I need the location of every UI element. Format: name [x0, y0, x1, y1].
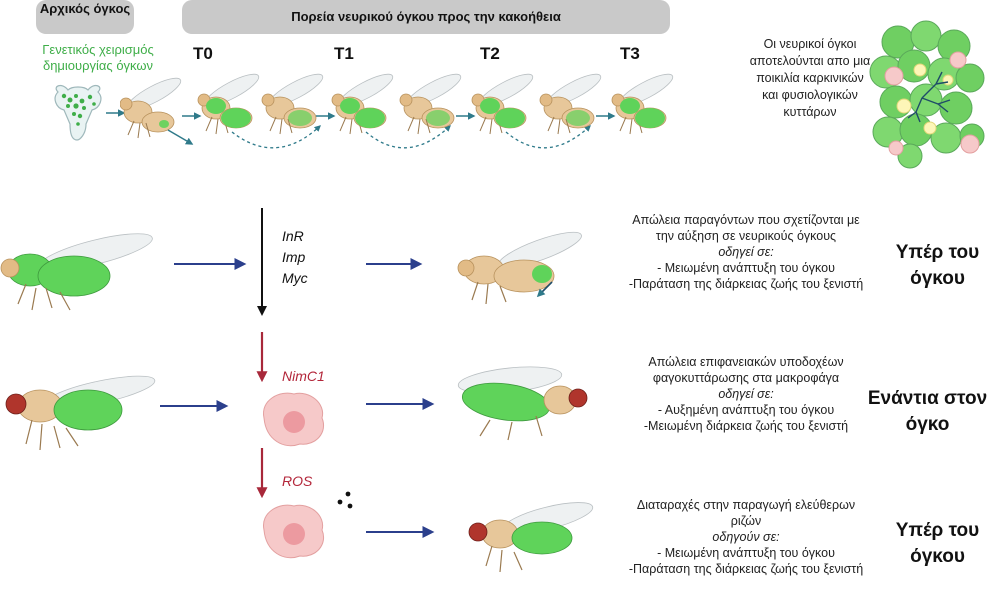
red-down-arrow-ros	[256, 448, 268, 499]
timepoint-t0: T0	[193, 44, 213, 63]
arrow-row3-right	[366, 526, 435, 538]
arrow-to-first-fly	[106, 109, 126, 117]
fly-reduced-tumor-row3	[468, 502, 594, 573]
gene-myc: Myc	[282, 270, 308, 286]
row3-desc-item1: - Μειωμένη ανάπτυξη του όγκου	[657, 546, 835, 560]
arrow-row1-left	[174, 258, 247, 270]
tumor-progression-header: Πορεία νευρικού όγκου προς την κακοήθεια	[182, 0, 670, 34]
timepoint-t1: T1	[334, 44, 354, 63]
row3-description: Διαταραχές στην παραγωγή ελεύθερων ριζών…	[626, 497, 866, 577]
ros-dots-icon	[337, 491, 353, 509]
row1-desc-main: Απώλεια παραγόντων που σχετίζονται με τη…	[632, 213, 860, 243]
row3-desc-item2: -Παράταση της διάρκειας ζωής του ξενιστή	[628, 562, 864, 576]
arrow-row2-left	[160, 400, 229, 412]
gene-inr: InR	[282, 228, 304, 244]
row2-verdict: Ενάντια στον όγκο	[867, 388, 988, 435]
row3-desc-main: Διαταραχές στην παραγωγή ελεύθερων ριζών	[636, 498, 856, 528]
gene-ros: ROS	[282, 473, 313, 489]
row1-description: Απώλεια παραγόντων που σχετίζονται με τη…	[626, 212, 866, 292]
arrow-row1-right	[366, 258, 423, 270]
tumor-composition-note: Οι νευρικοί όγκοι αποτελούνται απο μια π…	[749, 37, 871, 119]
fly-reduced-tumor-row1	[457, 231, 582, 305]
timepoint-t2: T2	[480, 44, 500, 63]
row2-desc-leads: οδηγεί σε:	[718, 387, 774, 401]
tumor-progression-timeline	[120, 68, 677, 149]
tumor-cell-cluster-icon	[869, 20, 985, 169]
gene-nimc1: NimC1	[282, 368, 325, 384]
red-down-arrow-nimc1	[256, 332, 268, 383]
genetic-manipulation-caption: Γενετικός χειρισμός δημιουργίας όγκων	[42, 42, 154, 73]
black-down-arrow	[257, 208, 267, 316]
row2-desc-main: Απώλεια επιφανειακών υποδοχέων φαγοκυττά…	[648, 355, 844, 385]
row1-verdict: Υπέρ του όγκου	[895, 242, 980, 289]
fly-tumor-row1	[0, 233, 153, 311]
timepoint-t3: T3	[620, 44, 640, 63]
row3-desc-leads: οδηγούν σε:	[712, 530, 780, 544]
row1-desc-leads: οδηγεί σε:	[718, 245, 774, 259]
gene-imp: Imp	[282, 249, 306, 265]
row2-desc-item1: - Αυξημένη ανάπτυξη του όγκου	[657, 403, 835, 417]
row2-description: Απώλεια επιφανειακών υποδοχέων φαγοκυττά…	[626, 354, 866, 434]
row2-desc-item2: -Μειωμένη διάρκεια ζωής του ξενιστή	[643, 419, 849, 433]
row3-verdict: Υπέρ του όγκου	[895, 520, 980, 567]
row1-desc-item2: -Παράταση της διάρκειας ζωής του ξενιστή	[628, 277, 864, 291]
larval-brain-icon	[54, 84, 102, 141]
macrophage-icon-row3	[263, 504, 324, 559]
origin-tumor-label: Αρχικός όγκος	[36, 0, 134, 34]
arrow-row2-right	[366, 398, 435, 410]
macrophage-icon-row2	[263, 392, 324, 447]
row1-desc-item1: - Μειωμένη ανάπτυξη του όγκου	[657, 261, 835, 275]
fly-tumor-row2	[5, 375, 156, 451]
fly-enlarged-tumor-row2	[457, 366, 588, 441]
